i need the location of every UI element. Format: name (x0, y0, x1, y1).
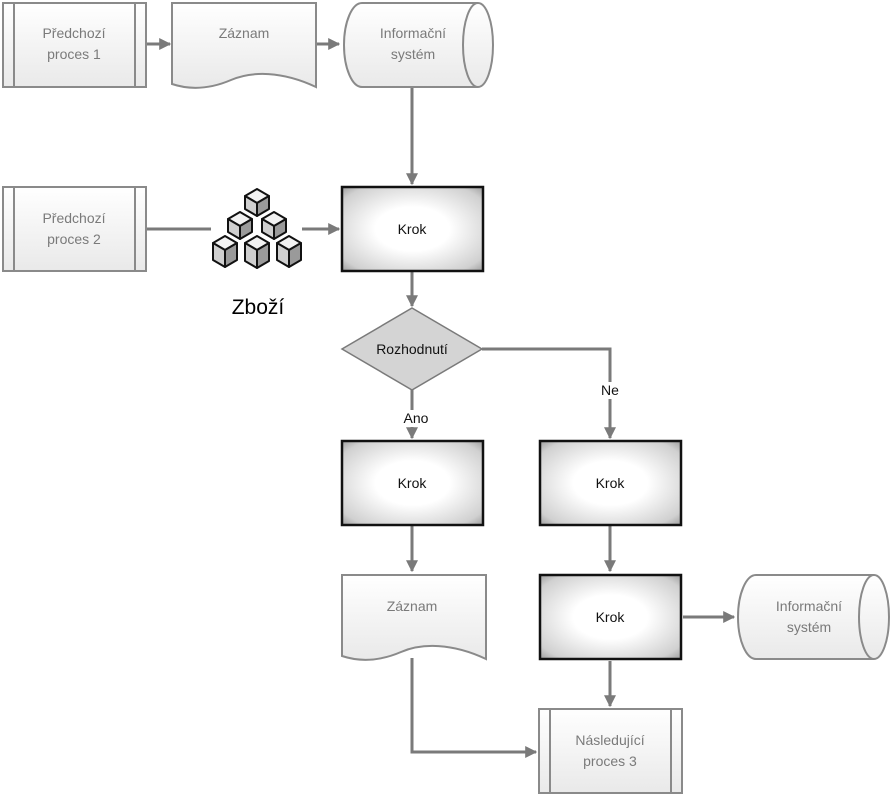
krok-ano-label: Krok (398, 475, 428, 491)
zaznam-top-label-line-1: Záznam (219, 25, 270, 41)
krok-ne2-label-line-1: Krok (596, 609, 626, 625)
krok-ne-label: Krok (596, 475, 626, 491)
node-zaznam-top: Záznam (171, 2, 317, 89)
krok-ano-label-line-1: Krok (398, 475, 428, 491)
predchozi-proces-1-label: Předchozí proces 1 (42, 25, 105, 62)
box-top (244, 188, 270, 217)
box-bottom-right (276, 235, 302, 268)
rozhodnuti-label-line-1: Rozhodnutí (376, 341, 448, 357)
rozhodnuti-label: Rozhodnutí (376, 341, 448, 357)
zaznam-bottom-label-line-1: Záznam (387, 598, 438, 614)
ano-label-bg (400, 410, 426, 427)
node-informacni-system-top: Informační systém (343, 2, 494, 88)
predchozi-proces-1-label-line-1: Předchozí (42, 25, 105, 41)
node-predchozi-proces-1: Předchozí proces 1 (2, 2, 147, 88)
zaznam-top-label: Záznam (219, 25, 270, 41)
predchozi-proces-2-label-line-1: Předchozí (42, 210, 105, 226)
node-zaznam-bottom: Záznam (341, 574, 487, 661)
node-krok-ne2: Krok (538, 573, 683, 661)
box-mid-left (227, 211, 253, 240)
nasledujici-proces-3-label-line-2: proces 3 (583, 753, 637, 769)
nasledujici-proces-3-label: Následující proces 3 (575, 732, 644, 769)
nasledujici-proces-3-label-line-1: Následující (575, 732, 644, 748)
informacni-system-top-label-line-2: systém (391, 46, 435, 62)
zbozi-label: Zboží (232, 296, 285, 319)
informacni-system-bottom-label-line-2: systém (787, 619, 831, 635)
krok-main-label: Krok (398, 221, 428, 237)
edges (146, 38, 736, 758)
informacni-system-top-label-line-1: Informační (380, 25, 446, 41)
krok-ne2-label: Krok (596, 609, 626, 625)
node-nasledujici-proces-3: Následující proces 3 (538, 708, 683, 794)
box-mid-right (261, 211, 287, 240)
informacni-system-top-label: Informační systém (380, 25, 446, 62)
node-krok-ne: Krok (538, 439, 683, 527)
predchozi-proces-2-label: Předchozí proces 2 (42, 210, 105, 247)
boxes-stack-icon (212, 188, 302, 269)
node-predchozi-proces-2: Předchozí proces 2 (2, 186, 147, 272)
node-rozhodnuti: Rozhodnutí (340, 307, 484, 391)
node-krok-ano: Krok (340, 439, 485, 527)
edge-label-ne: Ne (601, 382, 619, 398)
informacni-system-bottom-label: Informační systém (776, 598, 842, 635)
krok-main-label-line-1: Krok (398, 221, 428, 237)
edge-label-ano: Ano (404, 410, 429, 426)
ne-label-bg (598, 382, 622, 399)
node-informacni-system-bottom: Informační systém (737, 574, 890, 660)
edge-decision-ne (482, 347, 616, 440)
node-krok-main: Krok (340, 185, 485, 273)
box-bottom-left (212, 235, 238, 268)
edge-zaznam-to-proces3 (410, 658, 538, 758)
krok-ne-label-line-1: Krok (596, 475, 626, 491)
zaznam-bottom-label: Záznam (387, 598, 438, 614)
predchozi-proces-1-label-line-2: proces 1 (47, 46, 101, 62)
predchozi-proces-2-label-line-2: proces 2 (47, 231, 101, 247)
informacni-system-bottom-label-line-1: Informační (776, 598, 842, 614)
box-bottom-mid (244, 235, 270, 269)
